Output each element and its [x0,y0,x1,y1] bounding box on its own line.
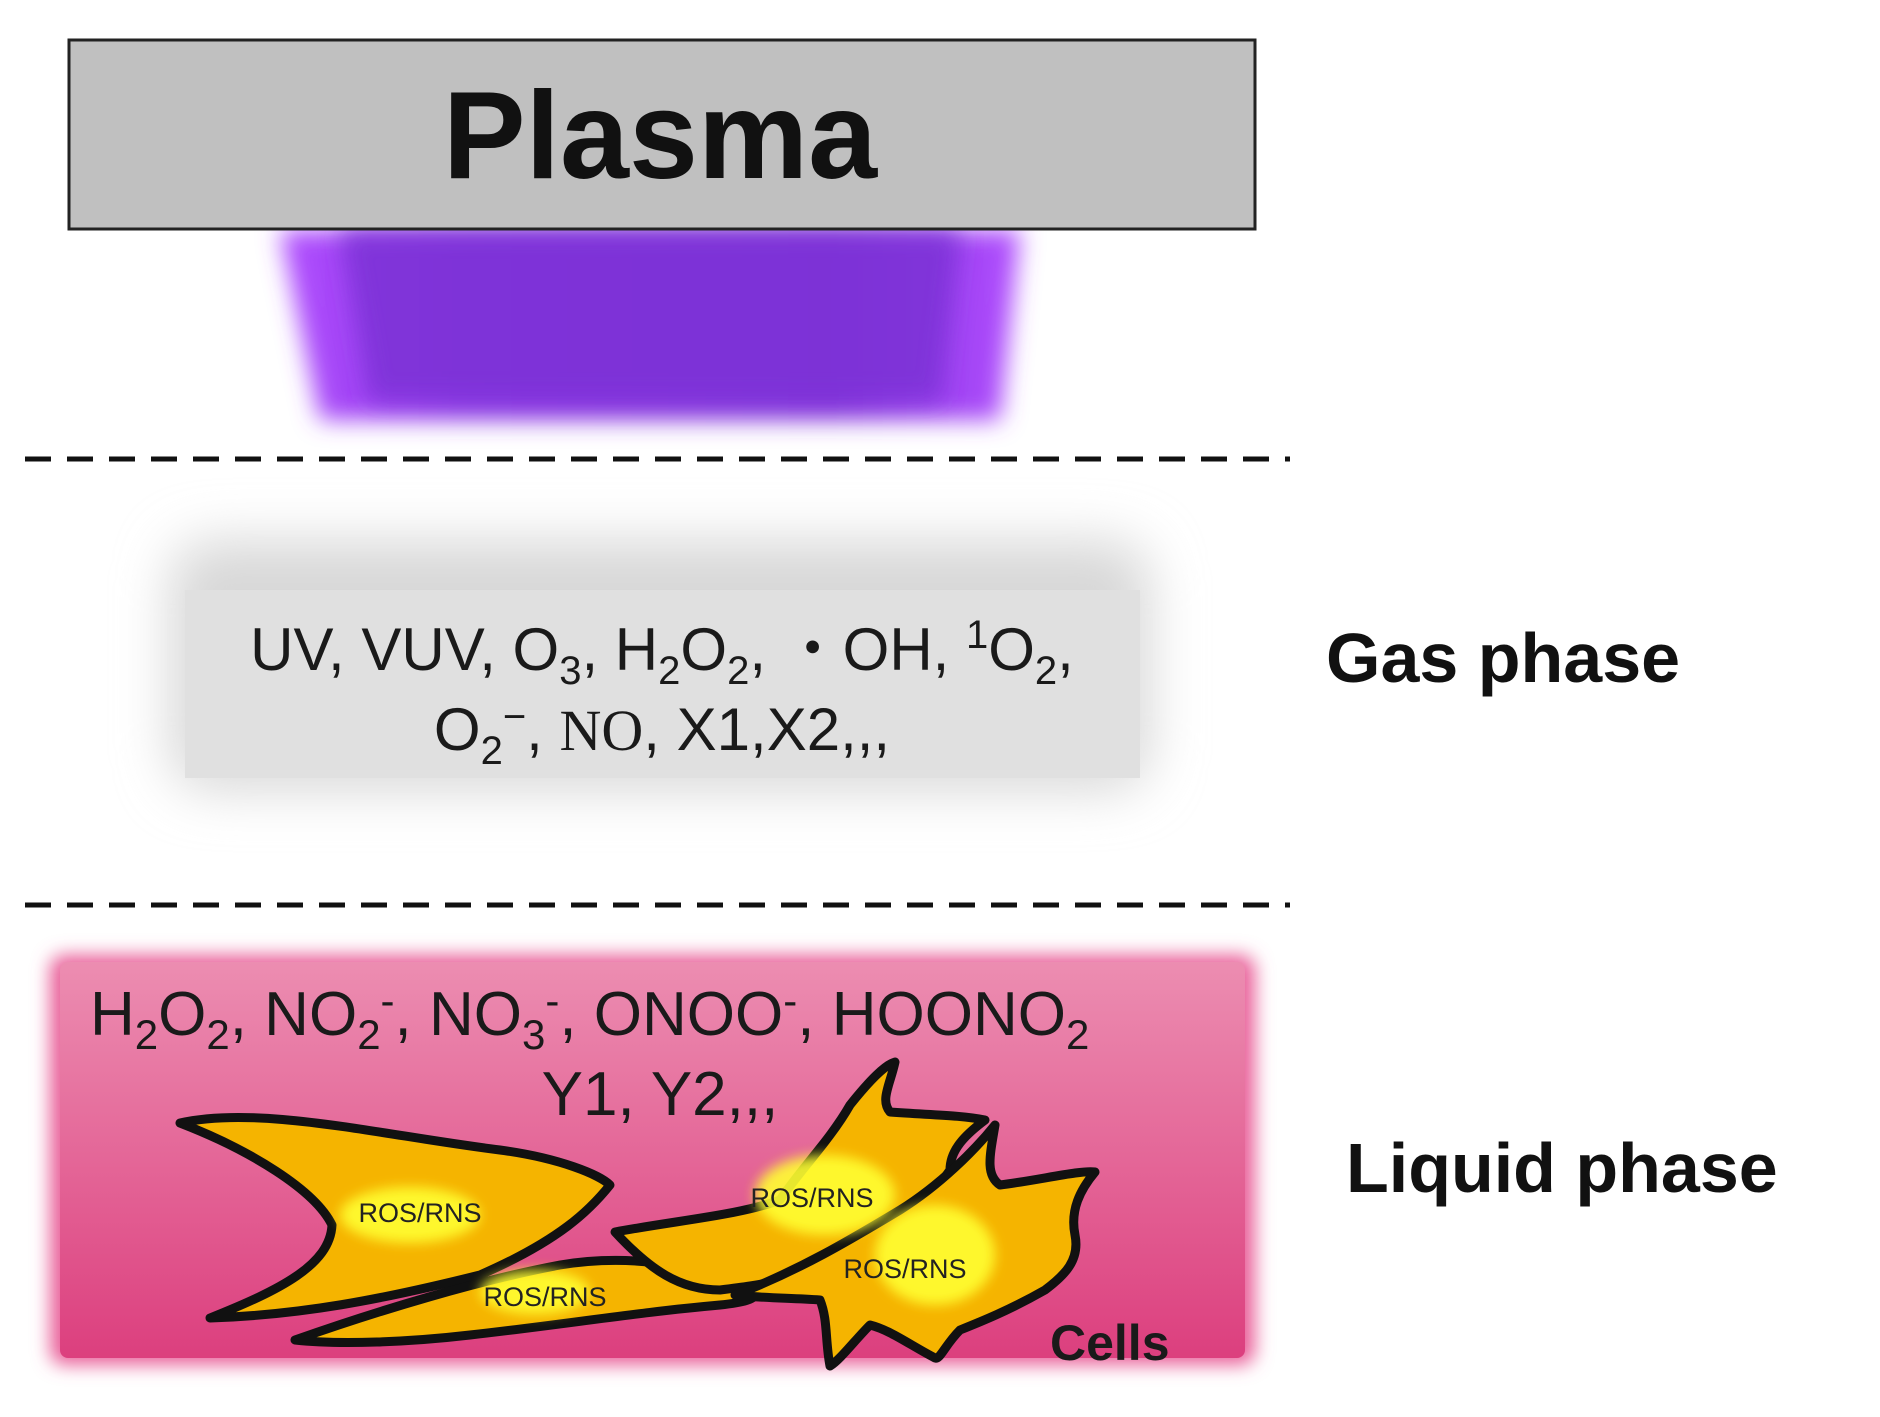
plasma-box [67,38,1257,231]
gas-phase-box [170,540,1150,790]
ros-spot-2 [480,1270,590,1314]
ros-label-3: ROS/RNS [750,1183,873,1213]
ros-spot-4 [875,1205,995,1305]
liquid-species-line2: Y1, Y2,,, [542,1060,779,1129]
gas-species-line1: UV, VUV, O3, H2O2, ・OH, 1O2, [250,613,1074,693]
cells-group: ROS/RNS ROS/RNS ROS/RNS ROS/RNS [175,1057,1100,1371]
ros-label-1: ROS/RNS [358,1198,481,1228]
ros-spot-1 [340,1187,480,1243]
ros-spot-3 [755,1155,895,1235]
plasma-label: Plasma [443,67,878,205]
liquid-species-line1: H2O2, NO2-, NO3-, ONOO-, HOONO2 [90,977,1089,1058]
gas-species-line2: O2−, NO, X1,X2,,, [434,695,890,773]
gas-phase-label: Gas phase [1326,619,1680,697]
liquid-phase-label: Liquid phase [1346,1129,1778,1207]
ros-label-4: ROS/RNS [843,1254,966,1284]
cells-label: Cells [1050,1315,1170,1371]
plasma-glow [280,230,1020,420]
ros-label-2: ROS/RNS [483,1282,606,1312]
